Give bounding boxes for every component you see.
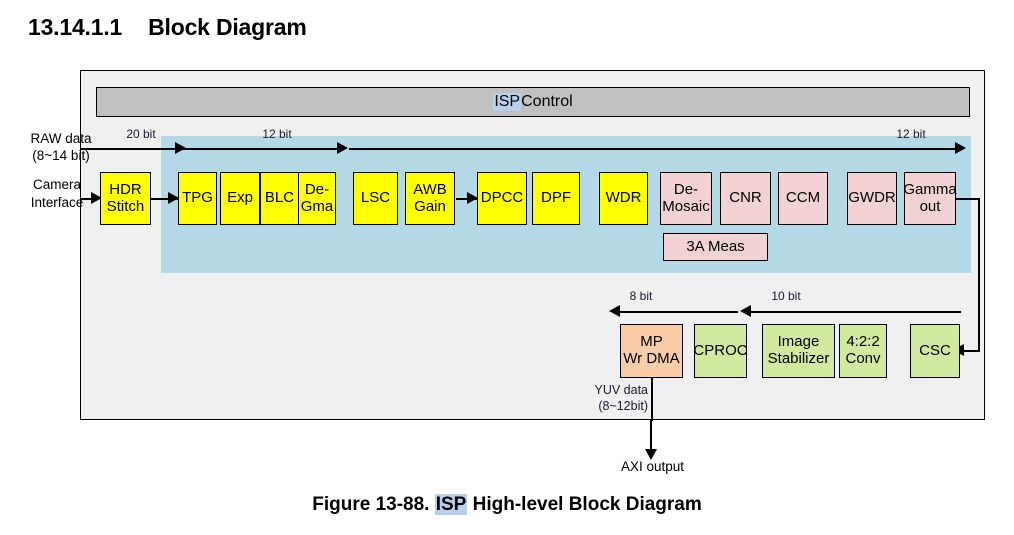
label-yuv-line1: YUV data	[594, 383, 648, 397]
block-label-line1: WDR	[605, 189, 642, 207]
bus-8bit-arrow	[609, 305, 620, 317]
block-label-line2: Gma	[300, 197, 334, 215]
yuv-out-line-inside	[651, 378, 653, 421]
block-label-line1: BLC	[264, 189, 295, 207]
block-label-line1: HDR	[109, 180, 142, 198]
block-label-line1: Image	[777, 333, 820, 351]
label-camera-line1: Camera	[32, 177, 81, 192]
hdr-to-tpg-arrow	[168, 192, 179, 204]
bus-12bit-right-arrow	[955, 142, 966, 154]
bus-10bit-arrow	[740, 305, 751, 317]
page-title-number: 13.14.1.1	[28, 14, 123, 40]
block-label-line2: Wr DMA	[623, 350, 680, 367]
isp-control-bar: ISP Control	[96, 87, 970, 117]
block-label-line1: GWDR	[848, 189, 896, 207]
label-axi-output: AXI output	[620, 459, 685, 474]
block-3a-meas[interactable]: 3A Meas	[663, 233, 768, 261]
block-ccm[interactable]: CCM	[778, 172, 828, 225]
block-label-line2: out	[919, 197, 941, 215]
block-label-line1: CCM	[785, 189, 821, 207]
camera-in-line	[81, 198, 93, 200]
block-cnr[interactable]: CNR	[720, 172, 771, 225]
block-label-line1: LSC	[360, 189, 391, 207]
axi-output-line	[650, 420, 652, 452]
bus-12bit-right-line	[349, 148, 958, 150]
block-csc[interactable]: CSC	[910, 324, 960, 378]
block-label-line1: 3A Meas	[686, 237, 745, 255]
block-label-line2: Conv	[845, 350, 881, 367]
block-exp[interactable]: Exp	[220, 172, 260, 225]
label-20bit: 20 bit	[126, 127, 156, 141]
caption-suffix: High-level Block Diagram	[467, 494, 702, 515]
block-label-line2: Stitch	[106, 197, 145, 215]
block-tpg[interactable]: TPG	[178, 172, 217, 225]
block-label-line1: CPROC	[693, 341, 748, 359]
block-label-line1: DPF	[541, 189, 571, 207]
isp-control-label: Control	[521, 93, 573, 110]
bus-20bit-line	[81, 148, 176, 150]
block-de-mosaic[interactable]: De-Mosaic	[660, 172, 712, 225]
block-label-line1: CSC	[919, 341, 951, 359]
block-label-line1: Gamma	[903, 180, 957, 198]
label-8bit: 8 bit	[629, 289, 653, 303]
label-raw-data-line1: RAW data	[30, 131, 92, 146]
bus-20bit-arrow	[175, 142, 186, 154]
label-camera-line2: Interface	[30, 195, 84, 210]
bus-8bit-line	[618, 311, 738, 313]
bus-12bit-left-arrow	[337, 142, 348, 154]
label-12bit-right: 12 bit	[896, 127, 926, 141]
block-label-line2: Mosaic	[662, 197, 710, 215]
block-cproc[interactable]: CPROC	[693, 324, 748, 378]
block-label-line1: DPCC	[480, 189, 524, 207]
page-title-text: Block Diagram	[148, 14, 307, 40]
block-label-line1: De-	[304, 180, 330, 198]
block-label-line1: AWB	[413, 180, 447, 198]
figure-caption: Figure 13-88. ISP High-level Block Diagr…	[0, 494, 1014, 516]
block-label-line2: Stabilizer	[767, 350, 830, 367]
axi-output-arrow	[645, 449, 657, 460]
block-label-line1: MP	[640, 333, 663, 351]
hdr-to-tpg-line	[151, 198, 179, 200]
search-highlight-isp: ISP	[493, 93, 522, 111]
gamma-to-csc-line	[962, 350, 980, 352]
block-de-gma[interactable]: De-Gma	[298, 172, 336, 225]
block-label-line1: CNR	[729, 189, 762, 207]
block-blc[interactable]: BLC	[260, 172, 299, 225]
block-gwdr[interactable]: GWDR	[847, 172, 897, 225]
label-10bit: 10 bit	[771, 289, 801, 303]
camera-in-arrow	[91, 192, 102, 204]
block-wdr[interactable]: WDR	[599, 172, 648, 225]
bus-10bit-line	[749, 311, 961, 313]
page-title: 13.14.1.1 Block Diagram	[28, 14, 307, 41]
bus-12bit-left-line	[182, 148, 340, 150]
block-label-line1: 4:2:2	[846, 333, 880, 351]
block-dpcc[interactable]: DPCC	[477, 172, 527, 225]
gamma-out-line-h	[956, 198, 980, 200]
search-highlight-isp-caption: ISP	[434, 494, 468, 515]
block-label-line1: TPG	[182, 189, 213, 207]
block-dpf[interactable]: DPF	[532, 172, 580, 225]
label-12bit-left: 12 bit	[262, 127, 292, 141]
label-yuv-line2: (8~12bit)	[598, 399, 648, 413]
block-label-line1: De-	[673, 180, 699, 198]
caption-prefix: Figure 13-88.	[312, 494, 435, 515]
label-raw-data-line2: (8~14 bit)	[32, 148, 90, 163]
gamma-out-line-v	[978, 198, 980, 351]
block-label-line2: Gain	[414, 197, 446, 215]
block-label-line1: Exp	[227, 189, 253, 207]
awb-to-dpcc-line	[456, 198, 480, 200]
block-lsc[interactable]: LSC	[353, 172, 398, 225]
